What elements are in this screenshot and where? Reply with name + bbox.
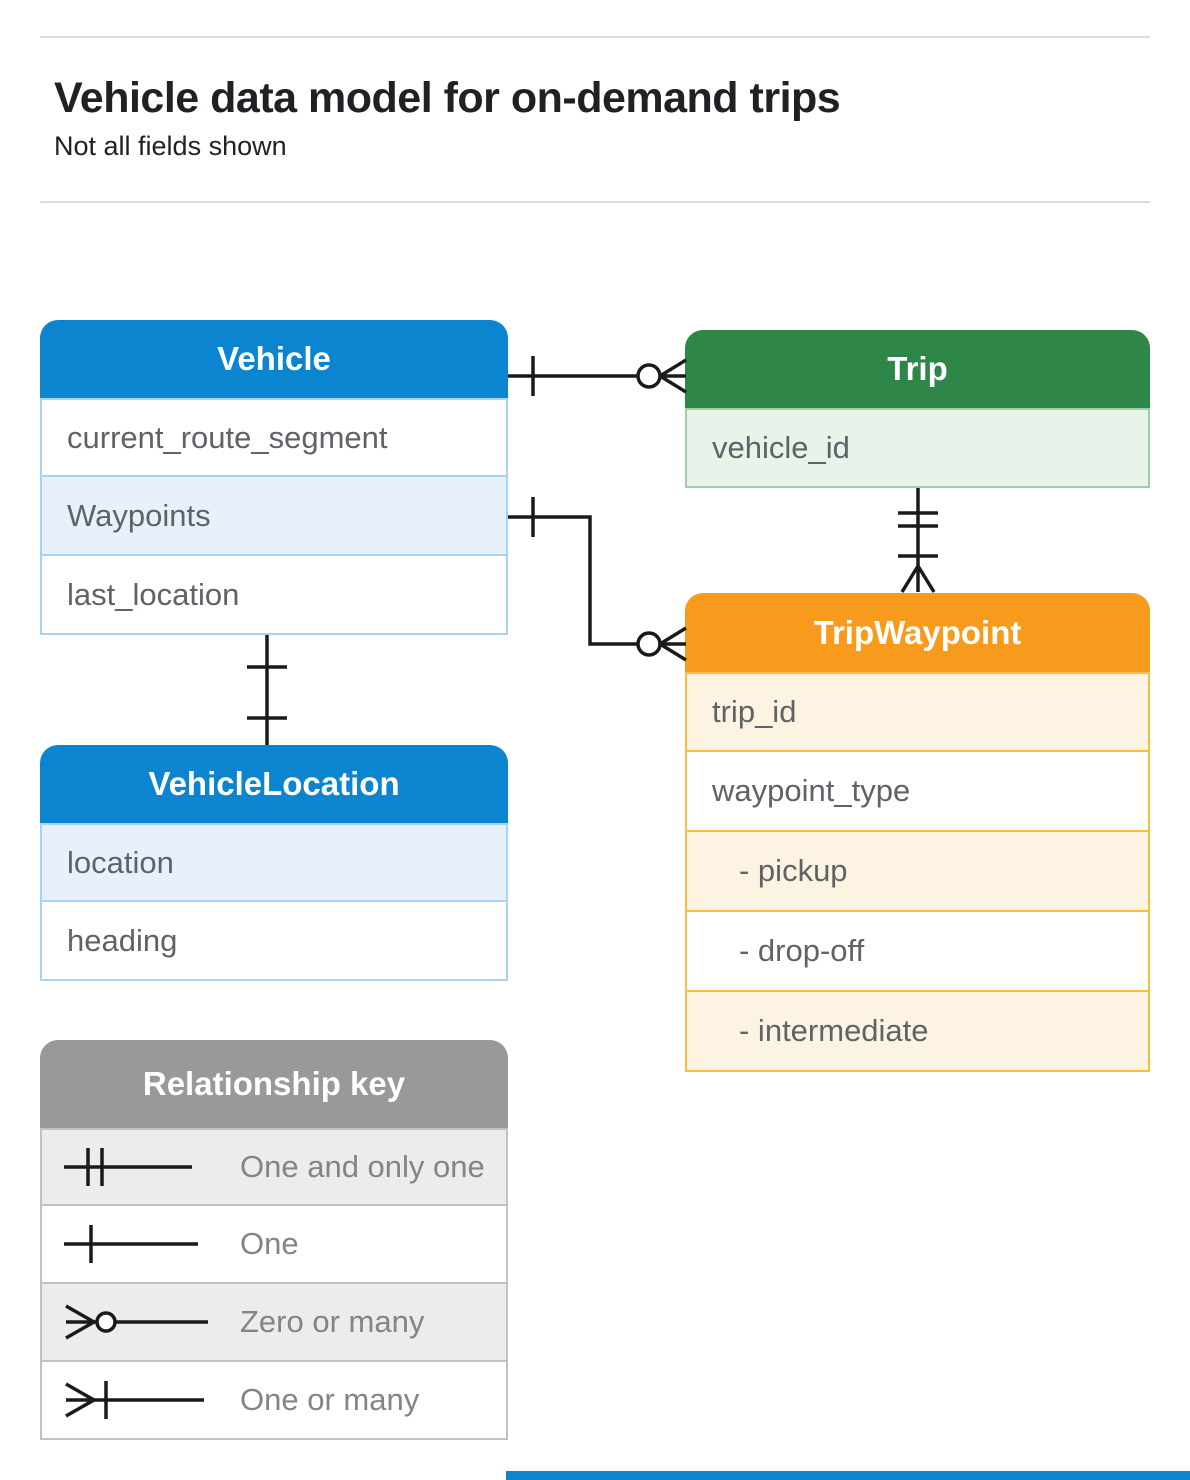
tripwaypoint-value-intermediate: - intermediate <box>685 992 1150 1072</box>
one-and-only-one-icon <box>64 1148 192 1186</box>
one-icon <box>64 1225 198 1263</box>
legend-row-zero-or-many: Zero or many <box>40 1284 508 1362</box>
legend-label: One <box>240 1226 299 1261</box>
entity-vehicle: Vehicle current_route_segment Waypoints … <box>40 320 508 635</box>
zero-or-many-icon <box>65 1304 208 1340</box>
connector-trip-tripwaypoint <box>898 488 938 593</box>
entity-trip: Trip vehicle_id <box>685 330 1150 488</box>
legend-row-one-or-many: One or many <box>40 1362 508 1440</box>
legend-label: One or many <box>240 1382 420 1417</box>
relationship-key: Relationship key One and only one One <box>40 1040 508 1440</box>
tripwaypoint-value-pickup: - pickup <box>685 832 1150 912</box>
connector-vehicle-trip <box>508 356 687 396</box>
tripwaypoint-field-trip-id: trip_id <box>685 672 1150 752</box>
vehicle-field-waypoints: Waypoints <box>40 477 508 556</box>
tripwaypoint-field-waypoint-type: waypoint_type <box>685 752 1150 832</box>
entity-tripwaypoint: TripWaypoint trip_id waypoint_type - pic… <box>685 593 1150 1072</box>
bottom-cropped-blue-bar <box>506 1471 1190 1480</box>
top-divider <box>40 36 1150 38</box>
entity-trip-title: Trip <box>685 330 1150 408</box>
vehicle-field-current-route-segment: current_route_segment <box>40 398 508 477</box>
legend-label: Zero or many <box>240 1304 425 1339</box>
connector-waypoints-tripwaypoint <box>508 497 687 662</box>
vehiclelocation-field-location: location <box>40 823 508 902</box>
entity-tripwaypoint-title: TripWaypoint <box>685 593 1150 672</box>
one-or-many-icon <box>65 1381 204 1419</box>
vehiclelocation-field-heading: heading <box>40 902 508 981</box>
legend-label: One and only one <box>240 1149 485 1184</box>
page-title: Vehicle data model for on-demand trips <box>54 74 841 122</box>
entity-vehiclelocation-title: VehicleLocation <box>40 745 508 823</box>
page-subtitle: Not all fields shown <box>54 131 287 161</box>
entity-vehiclelocation: VehicleLocation location heading <box>40 745 508 981</box>
legend-row-one: One <box>40 1206 508 1284</box>
vehicle-field-last-location: last_location <box>40 556 508 635</box>
legend-row-one-and-only-one: One and only one <box>40 1128 508 1206</box>
title-divider <box>40 201 1150 203</box>
trip-field-vehicle-id: vehicle_id <box>685 408 1150 488</box>
tripwaypoint-value-drop-off: - drop-off <box>685 912 1150 992</box>
entity-vehicle-title: Vehicle <box>40 320 508 398</box>
relationship-key-title: Relationship key <box>40 1040 508 1128</box>
connector-vehicle-vehiclelocation <box>247 635 287 745</box>
